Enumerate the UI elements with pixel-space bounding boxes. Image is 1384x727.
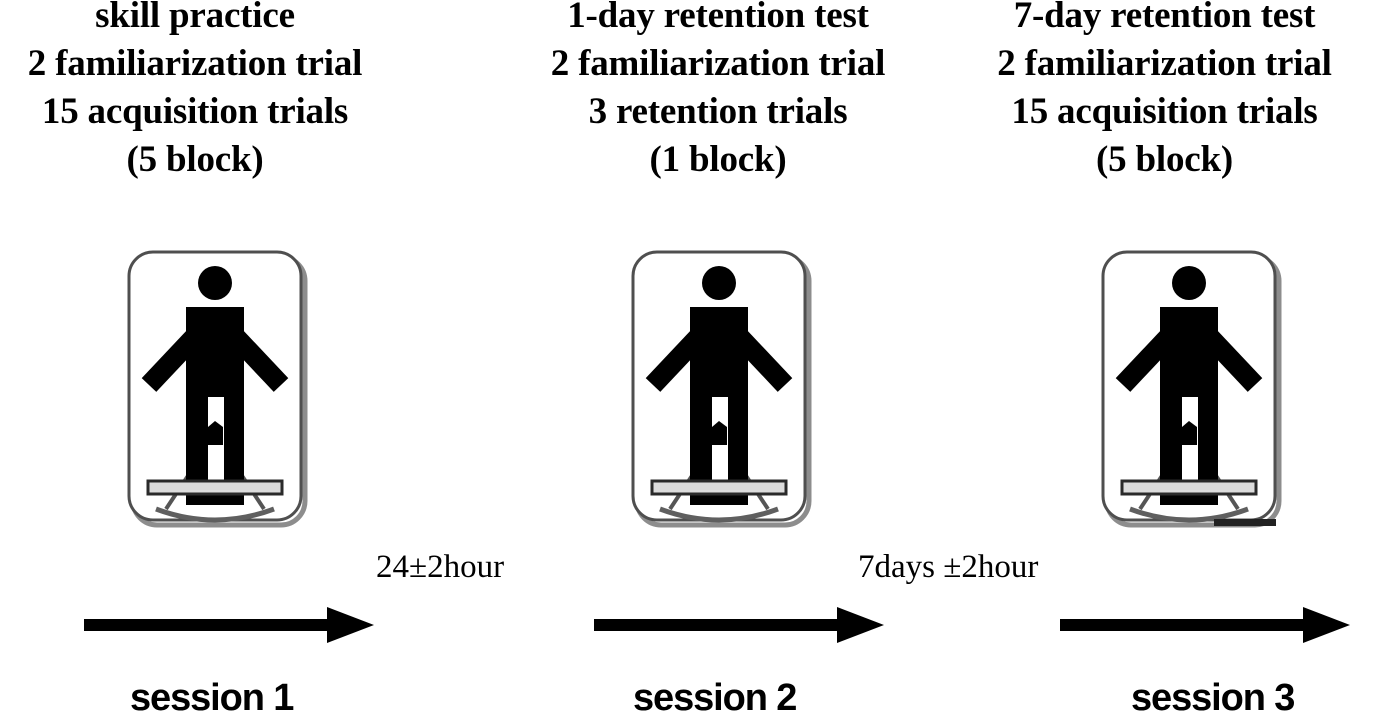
session-3-label: session 3: [1131, 677, 1295, 719]
header-line: (5 block): [1096, 139, 1233, 180]
person-on-stabilometer-icon: [1096, 245, 1286, 530]
header-line: 7-day retention test: [1013, 0, 1316, 36]
person-on-stabilometer-icon: [122, 245, 312, 530]
session-2-label: session 2: [633, 677, 797, 719]
session-1-header: skill practice 2 familiarization trial 1…: [0, 0, 390, 184]
header-line: 2 familiarization trial: [27, 43, 363, 84]
session-1-label: session 1: [130, 677, 294, 719]
session-2-header: 1-day retention test 2 familiarization t…: [468, 0, 968, 184]
person-on-stabilometer-icon: [626, 245, 816, 530]
header-line: 2 familiarization trial: [550, 43, 886, 84]
interval-label-7-days: 7days ±2hour: [858, 549, 1039, 585]
header-line: (1 block): [649, 139, 787, 180]
timeline-arrow: [84, 605, 374, 645]
header-line: 15 acquisition trials: [1011, 91, 1318, 132]
header-line: 3 retention trials: [588, 91, 848, 132]
header-line: (5 block): [126, 139, 264, 180]
timeline-arrow: [594, 605, 884, 645]
timeline-arrow: [1060, 605, 1350, 645]
session-3-header: 7-day retention test 2 familiarization t…: [945, 0, 1384, 184]
header-line: 2 familiarization trial: [997, 43, 1332, 84]
header-line: 1-day retention test: [567, 0, 869, 36]
header-line: 15 acquisition trials: [41, 91, 349, 132]
header-line: skill practice: [95, 0, 295, 36]
interval-label-24-hours: 24±2hour: [376, 549, 505, 585]
